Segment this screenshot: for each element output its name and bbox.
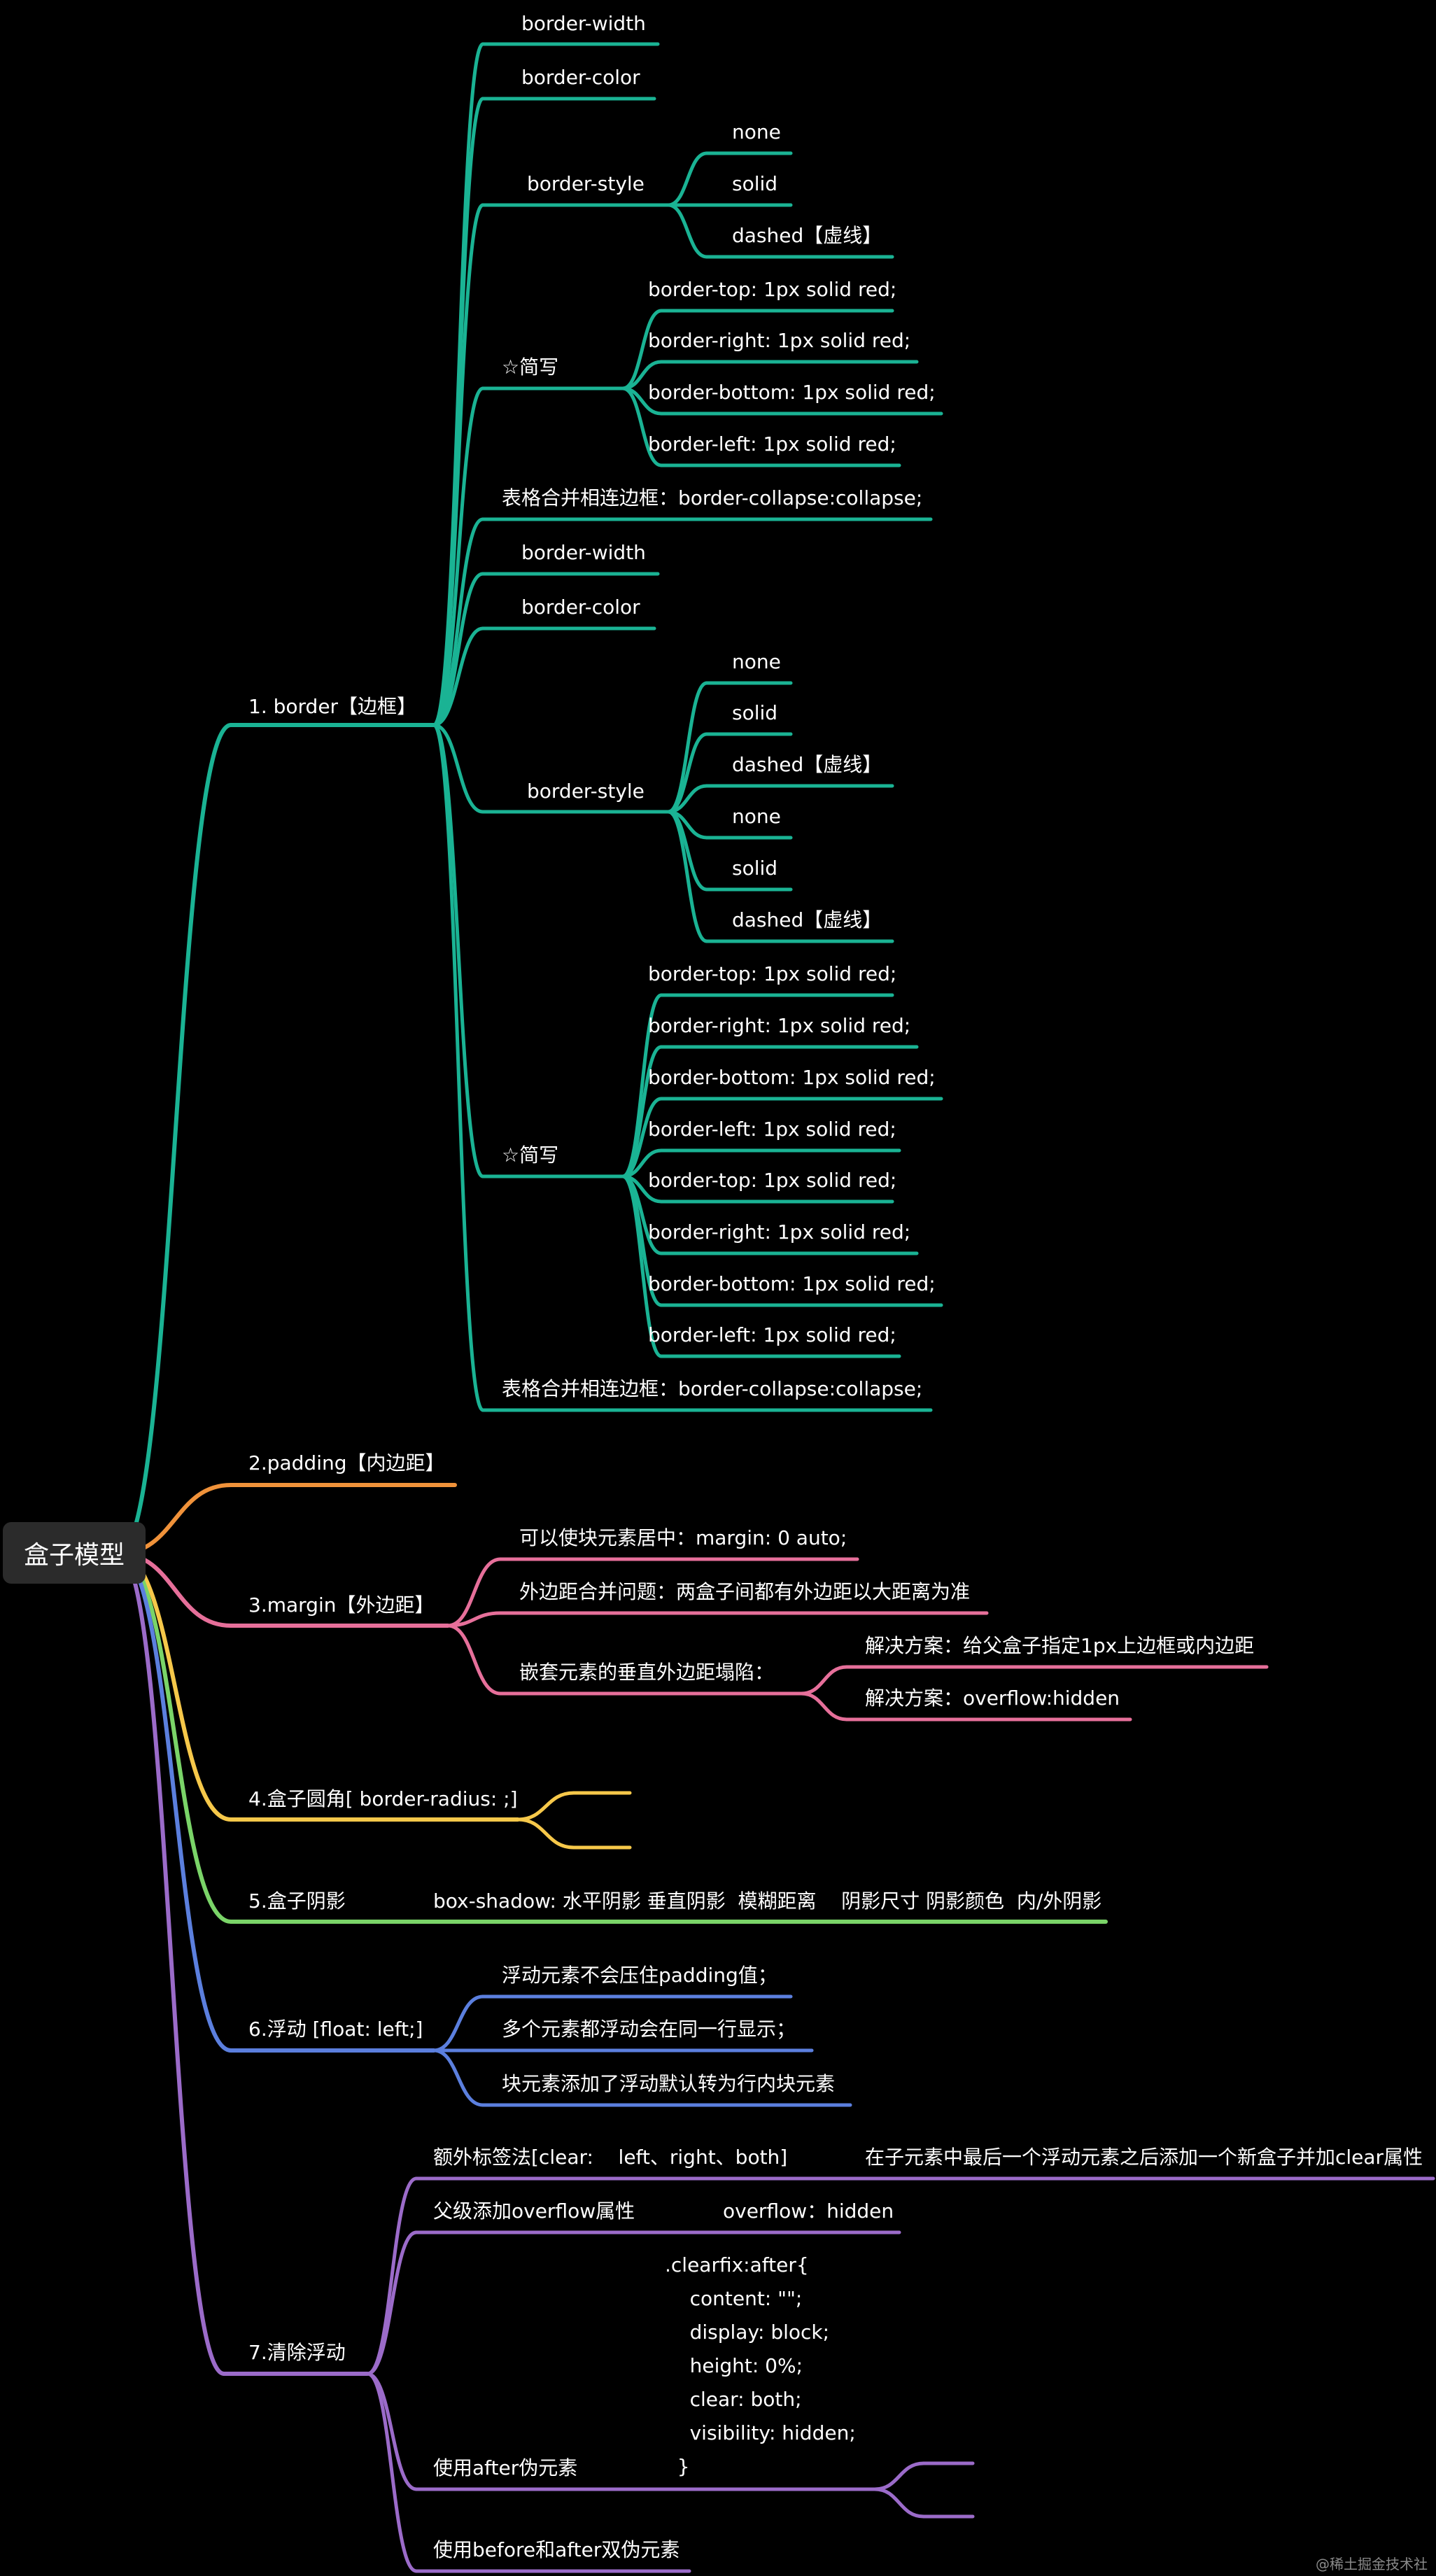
- branch-line-shadow: [117, 1551, 233, 1924]
- line-border-color-2: [432, 626, 485, 727]
- shorthand-item[interactable]: border-right: 1px solid red;: [648, 329, 911, 352]
- line-clear-extra: [365, 2176, 418, 2376]
- line-margin-merge: [446, 1611, 502, 1628]
- style-item[interactable]: none: [732, 650, 781, 673]
- branch-line-border: [117, 723, 233, 1556]
- margin-center-node[interactable]: 可以使块元素居中：margin: 0 auto;: [519, 1526, 847, 1549]
- line-after-b: [873, 2487, 926, 2519]
- line-float-0: [432, 1994, 485, 2053]
- line-after-a: [873, 2461, 926, 2491]
- shorthand-item[interactable]: border-left: 1px solid red;: [648, 432, 896, 456]
- style-item[interactable]: solid: [732, 701, 778, 724]
- shorthand-item[interactable]: border-bottom: 1px solid red;: [648, 1066, 936, 1089]
- line-clear-overflow: [365, 2230, 418, 2376]
- shorthand-item[interactable]: border-top: 1px solid red;: [648, 278, 897, 301]
- border-style-node[interactable]: border-style: [527, 172, 645, 195]
- line-shorthand: [432, 386, 485, 727]
- style-item[interactable]: none: [732, 805, 781, 828]
- style1-0: [666, 151, 709, 207]
- collapse-solution[interactable]: 解决方案：overflow:hidden: [865, 1687, 1120, 1710]
- style1-2: [666, 203, 709, 259]
- branch-margin[interactable]: 3.margin【外边距】: [248, 1593, 435, 1617]
- line-radius-b: [516, 1817, 576, 1850]
- shorthand-item[interactable]: border-left: 1px solid red;: [648, 1323, 896, 1346]
- line-clear-both: [365, 2372, 418, 2573]
- shorthand-item[interactable]: border-right: 1px solid red;: [648, 1220, 911, 1244]
- line-sol-2: [799, 1691, 849, 1722]
- watermark: @稀土掘金技术社区: [1316, 2556, 1428, 2573]
- margin-merge-node[interactable]: 外边距合并问题：两盒子间都有外边距以大距离为准: [519, 1580, 971, 1603]
- branch-line-clear: [117, 1551, 226, 2376]
- table-collapse-node[interactable]: 表格合并相连边框：border-collapse:collapse;: [502, 486, 923, 509]
- style2-0: [666, 681, 709, 814]
- shadow-value[interactable]: box-shadow: 水平阴影 垂直阴影 模糊距离 阴影尺寸 阴影颜色 内/外…: [433, 1889, 1102, 1913]
- line-margin-center: [446, 1557, 502, 1628]
- short1-0: [621, 309, 663, 390]
- clear-both-node[interactable]: 使用before和after双伪元素: [433, 2538, 680, 2561]
- line-table-2: [432, 723, 485, 1412]
- clear-extra-detail[interactable]: 在子元素中最后一个浮动元素之后添加一个新盒子并加clear属性: [865, 2146, 1423, 2169]
- style-item[interactable]: solid: [732, 172, 778, 195]
- clear-extra-node[interactable]: 额外标签法[clear: left、right、both]: [433, 2146, 788, 2169]
- branch-line-float: [117, 1551, 233, 2053]
- line-float-2: [432, 2048, 485, 2107]
- style-item[interactable]: none: [732, 120, 781, 143]
- short2-2: [621, 1097, 663, 1178]
- margin-collapse-node[interactable]: 嵌套元素的垂直外边距塌陷：: [519, 1661, 775, 1684]
- branch-float[interactable]: 6.浮动 [float: left;]: [248, 2018, 423, 2041]
- shorthand-item[interactable]: border-left: 1px solid red;: [648, 1118, 896, 1141]
- border-width-node[interactable]: border-width: [521, 12, 646, 35]
- line-border-style: [432, 203, 485, 727]
- short1-3: [621, 386, 663, 467]
- clearfix-code[interactable]: .clearfix:after{ content: ""; display: b…: [665, 2253, 856, 2478]
- clear-after-node[interactable]: 使用after伪元素: [433, 2456, 578, 2479]
- line-sol-1: [799, 1665, 849, 1696]
- float-item[interactable]: 浮动元素不会压住padding值；: [502, 1964, 777, 1987]
- border-color-node[interactable]: border-color: [521, 66, 640, 89]
- root-node[interactable]: 盒子模型: [3, 1522, 146, 1584]
- border-width-node[interactable]: border-width: [521, 541, 646, 564]
- collapse-solution[interactable]: 解决方案：给父盒子指定1px上边框或内边距: [865, 1634, 1255, 1657]
- border-style-node[interactable]: border-style: [527, 780, 645, 803]
- float-item[interactable]: 块元素添加了浮动默认转为行内块元素: [502, 2072, 836, 2095]
- style2-5: [666, 810, 709, 943]
- branch-radius[interactable]: 4.盒子圆角[ border-radius: ;]: [248, 1787, 518, 1810]
- branch-border[interactable]: 1. border【边框】: [248, 695, 417, 718]
- style-item[interactable]: dashed【虚线】: [732, 753, 882, 776]
- style-item[interactable]: dashed【虚线】: [732, 224, 882, 247]
- branch-clear[interactable]: 7.清除浮动: [248, 2341, 346, 2364]
- border-color-node[interactable]: border-color: [521, 596, 640, 619]
- clear-overflow-node[interactable]: 父级添加overflow属性: [433, 2200, 635, 2223]
- shorthand-item[interactable]: border-top: 1px solid red;: [648, 1169, 897, 1192]
- shorthand-item[interactable]: border-bottom: 1px solid red;: [648, 1272, 936, 1295]
- style2-1: [666, 732, 709, 814]
- branch-shadow[interactable]: 5.盒子阴影: [248, 1889, 346, 1913]
- line-border-style-2: [432, 723, 485, 814]
- shorthand-item[interactable]: border-right: 1px solid red;: [648, 1014, 911, 1037]
- line-margin-collapse: [446, 1624, 502, 1696]
- line-radius-a: [516, 1791, 576, 1822]
- shorthand-node[interactable]: ☆简写: [502, 1143, 559, 1167]
- branch-padding[interactable]: 2.padding【内边距】: [248, 1451, 445, 1474]
- short2-7: [621, 1174, 663, 1358]
- table-collapse-node[interactable]: 表格合并相连边框：border-collapse:collapse;: [502, 1377, 923, 1400]
- shorthand-item[interactable]: border-top: 1px solid red;: [648, 962, 897, 985]
- clear-overflow-detail[interactable]: overflow：hidden: [723, 2200, 894, 2223]
- style-item[interactable]: dashed【虚线】: [732, 908, 882, 931]
- style-item[interactable]: solid: [732, 857, 778, 880]
- shorthand-item[interactable]: border-bottom: 1px solid red;: [648, 381, 936, 404]
- shorthand-node[interactable]: ☆简写: [502, 356, 559, 379]
- float-item[interactable]: 多个元素都浮动会在同一行显示；: [502, 2018, 796, 2041]
